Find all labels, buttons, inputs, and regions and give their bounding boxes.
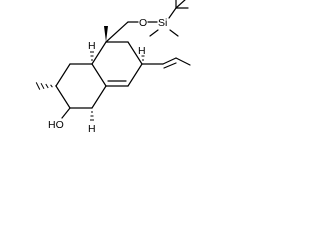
left-ring-bonds bbox=[55, 63, 107, 109]
ch2-bond bbox=[105, 21, 129, 43]
oxygen-label: O bbox=[139, 17, 147, 29]
silicon-label: Si bbox=[158, 17, 167, 29]
hydroxyl-bond bbox=[61, 107, 71, 119]
molecule-structure: HO H H O Si H bbox=[35, 0, 191, 135]
h-atom-stereocenter: H bbox=[138, 45, 146, 57]
right-ring-bonds bbox=[91, 41, 143, 87]
ring-fusion-h-top bbox=[90, 51, 94, 61]
methyl-hashed-wedge bbox=[35, 82, 57, 90]
methyl-solid-wedge bbox=[104, 26, 108, 42]
tbs-group-bonds bbox=[149, 0, 189, 37]
propenyl-bonds bbox=[141, 57, 191, 69]
hydroxyl-label: HO bbox=[48, 119, 64, 131]
ring-fusion-h-bottom bbox=[90, 111, 94, 121]
h-atom-fusion-top: H bbox=[88, 40, 96, 52]
h-stereocenter-hash bbox=[141, 55, 145, 61]
h-atom-fusion-bottom: H bbox=[88, 123, 96, 135]
